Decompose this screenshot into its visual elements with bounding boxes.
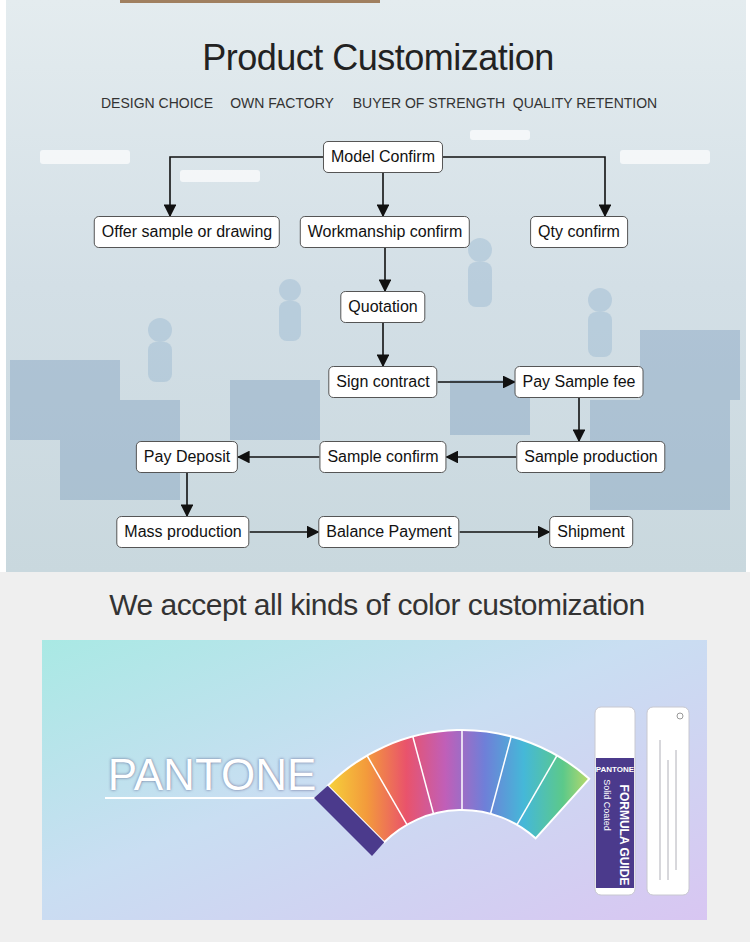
- box-text: Workmanship confirm: [308, 223, 462, 241]
- process-box: Balance Payment: [318, 516, 459, 548]
- box-text: Pay Deposit: [144, 448, 230, 466]
- label-text: OWN FACTORY: [230, 95, 334, 111]
- label-text: PANTONE: [596, 765, 634, 774]
- box-text: Mass production: [124, 523, 241, 541]
- flow-arrow: [384, 248, 386, 291]
- flow-arrow: [460, 531, 550, 533]
- process-box: Workmanship confirm: [300, 216, 470, 248]
- box-text: Model Confirm: [331, 148, 435, 166]
- box-text: Offer sample or drawing: [102, 223, 272, 241]
- box-text: Sample confirm: [327, 448, 438, 466]
- page-title: Product Customization: [202, 37, 554, 79]
- box-text: Pay Sample fee: [523, 373, 636, 391]
- flow-arrow: [382, 173, 384, 216]
- process-box: Shipment: [549, 516, 633, 548]
- process-box: Quotation: [340, 291, 425, 323]
- process-box: Sample production: [516, 441, 665, 473]
- process-box: Pay Sample fee: [515, 366, 644, 398]
- label-text: QUALITY RETENTION: [513, 95, 657, 111]
- label-text: FORMULA GUIDE: [617, 785, 631, 886]
- label-text: We accept all kinds of color customizati…: [109, 588, 644, 622]
- flow-arrow: [250, 531, 319, 533]
- process-box: Sign contract: [328, 366, 437, 398]
- flow-arrow: [170, 157, 323, 216]
- label-text: BUYER OF STRENGTH: [353, 95, 505, 111]
- label-text: PANTONE: [108, 750, 317, 800]
- flow-arrow: [382, 323, 384, 366]
- flow-arrow: [443, 157, 605, 216]
- process-box: Pay Deposit: [136, 441, 238, 473]
- box-text: Qty confirm: [538, 223, 620, 241]
- process-box: Model Confirm: [323, 141, 443, 173]
- label-text: Solid Coated: [602, 779, 612, 831]
- process-box: Offer sample or drawing: [94, 216, 280, 248]
- box-text: Balance Payment: [326, 523, 451, 541]
- box-text: Sign contract: [336, 373, 429, 391]
- box-text: Sample production: [524, 448, 657, 466]
- flow-arrow: [447, 456, 517, 458]
- flow-arrow: [238, 456, 319, 458]
- flow-arrow: [186, 473, 188, 516]
- process-box: Sample confirm: [319, 441, 446, 473]
- flow-arrow: [578, 398, 580, 441]
- process-box: Mass production: [116, 516, 249, 548]
- box-text: Shipment: [557, 523, 625, 541]
- process-box: Qty confirm: [530, 216, 628, 248]
- label-text: DESIGN CHOICE: [101, 95, 213, 111]
- flow-arrow: [438, 381, 515, 383]
- box-text: Quotation: [348, 298, 417, 316]
